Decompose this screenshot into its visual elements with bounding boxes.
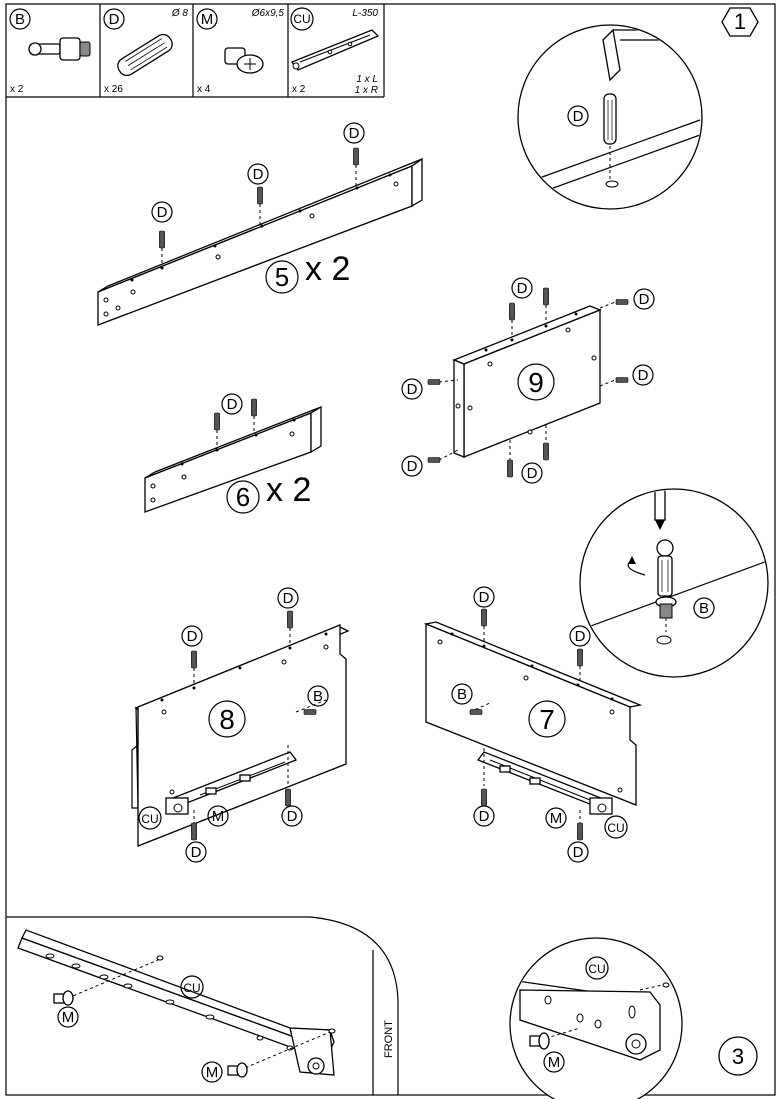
- callout-d: D: [573, 108, 584, 125]
- callout-cu: CU: [588, 962, 605, 976]
- callout-d: D: [638, 367, 649, 384]
- drawer-runner-left: [165, 751, 298, 815]
- callout-d: D: [349, 125, 360, 142]
- part-d-code: D: [109, 11, 120, 28]
- panel-9: D D D D D D 9: [401, 277, 655, 484]
- part-d-cell: D Ø 8 x 26: [103, 8, 189, 95]
- callout-m: M: [548, 1054, 561, 1071]
- drawer-runner-icon: [290, 29, 380, 71]
- screw-icon: [227, 1062, 248, 1078]
- part-m-spec: Ø6x9,5: [251, 8, 285, 19]
- panel-8: D D B D D M CU 8: [131, 587, 350, 863]
- callout-d: D: [527, 465, 538, 482]
- part-cu-cell: CU L-350 x 2 1 x L 1 x R: [290, 7, 380, 96]
- part-d-spec: Ø 8: [171, 8, 189, 19]
- panel-9-number: 9: [528, 367, 544, 398]
- callout-d: D: [573, 844, 584, 861]
- callout-m: M: [62, 1009, 75, 1026]
- wood-dowel-icon: [117, 33, 173, 77]
- callout-cu: CU: [607, 821, 624, 835]
- callout-cu: CU: [183, 981, 200, 995]
- callout-d: D: [283, 590, 294, 607]
- callout-d: D: [157, 204, 168, 221]
- callout-d: D: [639, 291, 650, 308]
- panel-7: D D B D D M CU 7: [423, 586, 643, 863]
- panel-7-number: 7: [539, 704, 555, 735]
- panel-5-number: 5: [275, 262, 289, 292]
- panel-6: D 6 x 2: [144, 393, 322, 514]
- part-d-count: x 26: [104, 84, 123, 95]
- callout-b: B: [457, 686, 467, 703]
- part-m-cell: M Ø6x9,5 x 4: [196, 8, 285, 95]
- callout-b: B: [313, 688, 323, 705]
- panel-6-number: 6: [236, 482, 250, 512]
- callout-d: D: [407, 458, 418, 475]
- panel-5: D D D 5 x 2: [97, 122, 423, 326]
- callout-d: D: [253, 166, 264, 183]
- part-m-code: M: [201, 11, 214, 28]
- part-cu-note-right: 1 x R: [355, 85, 378, 96]
- cam-bolt-icon: [28, 37, 91, 61]
- callout-d: D: [407, 381, 418, 398]
- callout-d: D: [227, 396, 238, 413]
- callout-d: D: [517, 280, 528, 297]
- screw-icon: [529, 1032, 550, 1050]
- callout-d: D: [575, 628, 586, 645]
- callout-m: M: [550, 810, 563, 827]
- step-3-number: 3: [732, 1044, 744, 1069]
- step-1-badge: 1: [721, 7, 759, 37]
- callout-d: D: [191, 844, 202, 861]
- part-cu-note-left: 1 x L: [356, 74, 378, 85]
- callout-cu: CU: [141, 812, 158, 826]
- callout-d: D: [287, 808, 298, 825]
- front-label: FRONT: [383, 1020, 395, 1058]
- drawer-runner-right: [476, 751, 613, 815]
- callout-d: D: [479, 589, 490, 606]
- part-cu-spec: L-350: [352, 8, 378, 19]
- part-cu-code: CU: [293, 12, 310, 26]
- callout-b: B: [699, 600, 709, 617]
- step-3-badge: 3: [718, 1036, 758, 1076]
- callout-m: M: [212, 808, 225, 825]
- panel-6-multiplier: x 2: [266, 471, 311, 509]
- callout-m: M: [206, 1064, 219, 1081]
- part-cu-count: x 2: [292, 84, 306, 95]
- part-b-count: x 2: [10, 84, 24, 95]
- cam-detail-circle: B: [579, 488, 769, 678]
- screw-icon: [53, 990, 74, 1006]
- runner-detail-left: FRONT CU M M: [17, 916, 399, 1095]
- sheet-border: [5, 3, 776, 1096]
- dowel-detail-circle: D: [517, 24, 703, 210]
- callout-d: D: [479, 808, 490, 825]
- part-b-code: B: [15, 11, 25, 28]
- parts-header: B x 2 D Ø 8 x 26 M: [6, 4, 385, 98]
- callout-d: D: [187, 628, 198, 645]
- panel-8-number: 8: [219, 704, 235, 735]
- screw-icon: [224, 47, 264, 74]
- runner-detail-circle: CU M: [509, 937, 683, 1099]
- panel-5-multiplier: x 2: [305, 250, 350, 288]
- part-m-count: x 4: [197, 84, 211, 95]
- step-1-number: 1: [734, 9, 746, 34]
- part-b-cell: B x 2: [9, 8, 91, 95]
